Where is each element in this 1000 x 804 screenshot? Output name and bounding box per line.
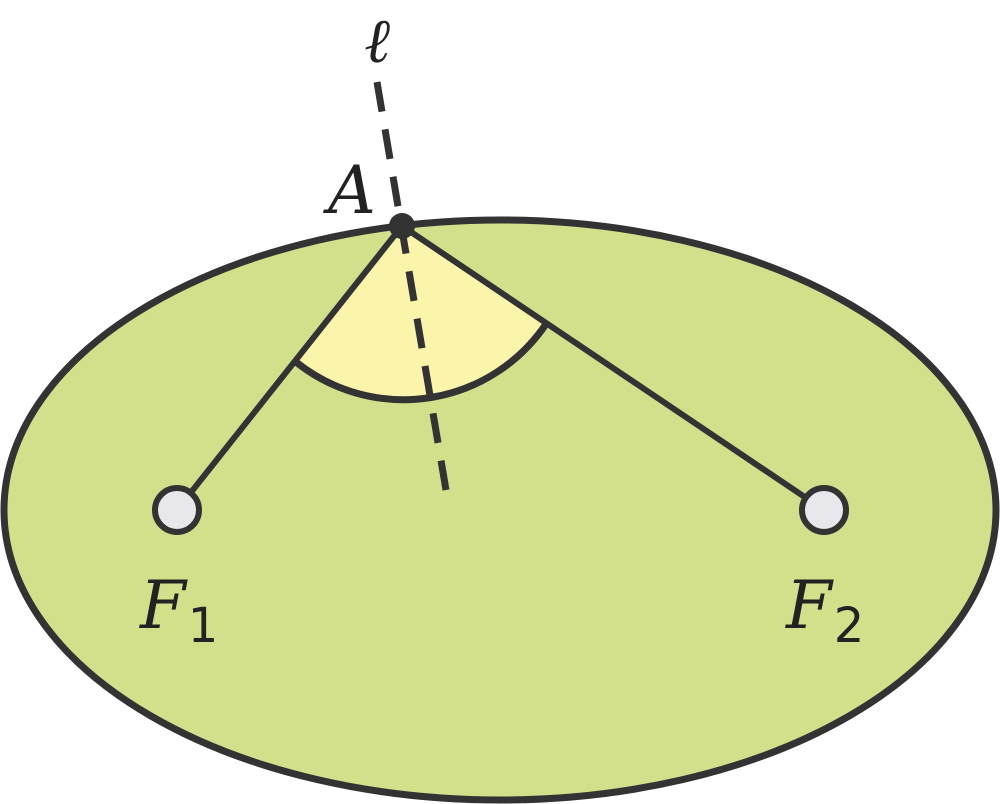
label-f1: F1 — [139, 567, 218, 654]
point-a — [389, 213, 415, 239]
angle-arc — [293, 322, 549, 404]
label-a: A — [322, 152, 376, 229]
label-line: ℓ — [364, 4, 390, 77]
label-f1-sub: 1 — [188, 598, 219, 654]
label-f2-sub: 2 — [834, 598, 865, 654]
label-f2-letter: F — [785, 567, 834, 644]
ellipse — [0, 216, 1000, 804]
normal-line — [373, 81, 450, 491]
label-f1-letter: F — [139, 567, 188, 644]
focus-f1 — [152, 485, 202, 535]
label-f2: F2 — [785, 567, 864, 654]
angle-sector — [296, 226, 546, 400]
segment-a-f1 — [174, 224, 405, 512]
segment-a-f2 — [400, 223, 826, 513]
focus-f2 — [799, 485, 849, 535]
